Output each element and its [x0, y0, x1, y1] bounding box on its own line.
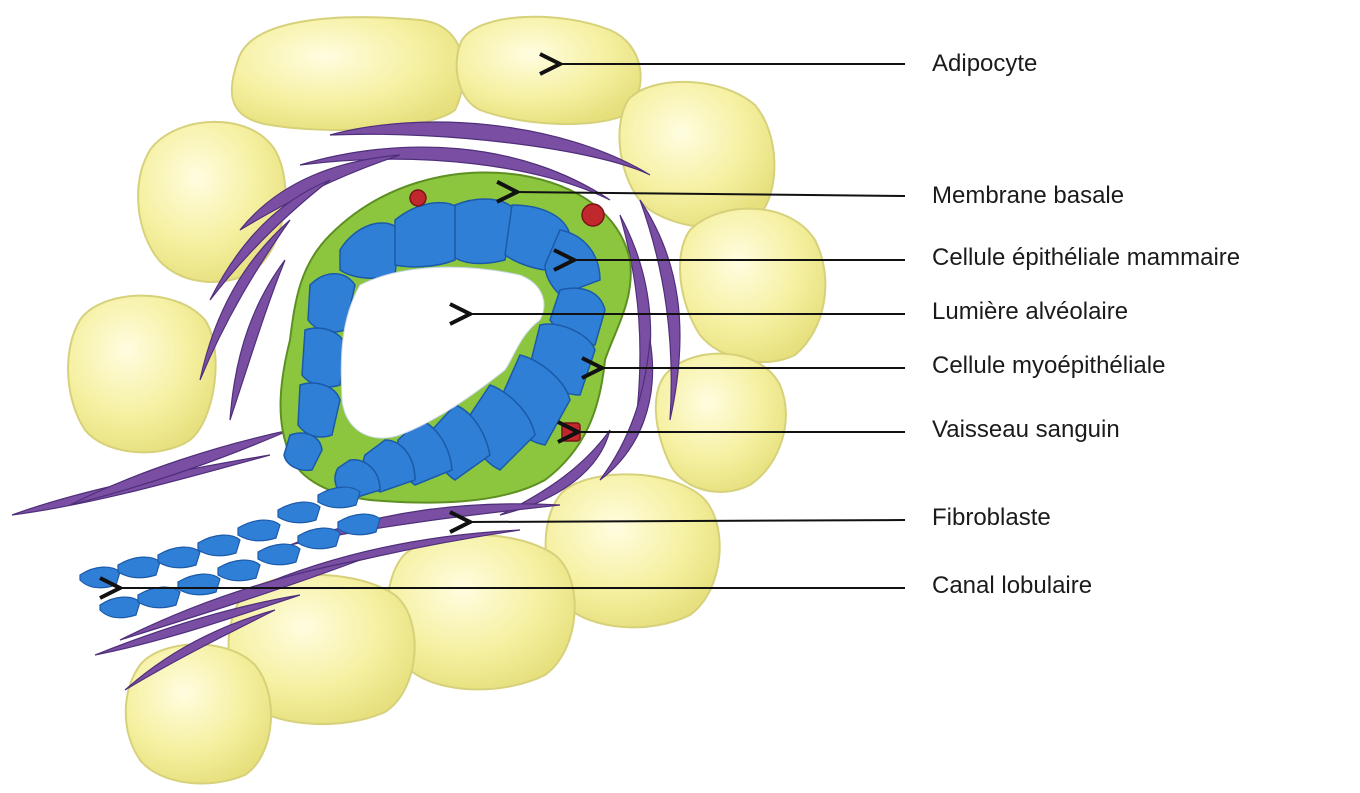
duct-cell: [238, 520, 280, 541]
label-lumiere-alveolaire: Lumière alvéolaire: [932, 298, 1128, 326]
adipocyte-cell: [680, 209, 825, 362]
duct-cell: [80, 567, 120, 588]
label-cellule-epitheliale: Cellule épithéliale mammaire: [932, 244, 1240, 272]
adipocyte-cell: [457, 17, 641, 124]
duct-cell: [100, 597, 140, 618]
duct-cell: [198, 535, 240, 556]
duct-cell: [118, 557, 160, 578]
duct-cell: [138, 587, 180, 608]
adipocyte-cell: [388, 535, 575, 690]
blood-vessel: [582, 204, 604, 226]
epithelial-cell: [302, 328, 345, 387]
epithelial-cell: [298, 383, 340, 437]
blood-vessel: [410, 190, 426, 206]
duct-cell: [318, 487, 360, 508]
duct-cell: [338, 514, 380, 535]
label-vaisseau-sanguin: Vaisseau sanguin: [932, 416, 1120, 444]
duct-cell: [278, 502, 320, 523]
adipocyte-cell: [232, 17, 464, 130]
label-membrane-basale: Membrane basale: [932, 182, 1124, 210]
duct-cell: [158, 547, 200, 568]
duct-cell: [218, 560, 260, 581]
adipocyte-cell: [126, 644, 271, 783]
label-canal-lobulaire: Canal lobulaire: [932, 572, 1092, 600]
duct-cell: [178, 574, 220, 595]
adipocyte-cell: [68, 296, 216, 453]
label-adipocyte: Adipocyte: [932, 50, 1037, 78]
leader-fibroblaste: [468, 520, 905, 522]
duct-cell: [298, 528, 340, 549]
fibroblast-cell: [330, 122, 650, 175]
duct-cell: [258, 544, 300, 565]
label-cellule-myoepitheliale: Cellule myoépithéliale: [932, 352, 1165, 380]
label-fibroblaste: Fibroblaste: [932, 504, 1051, 532]
